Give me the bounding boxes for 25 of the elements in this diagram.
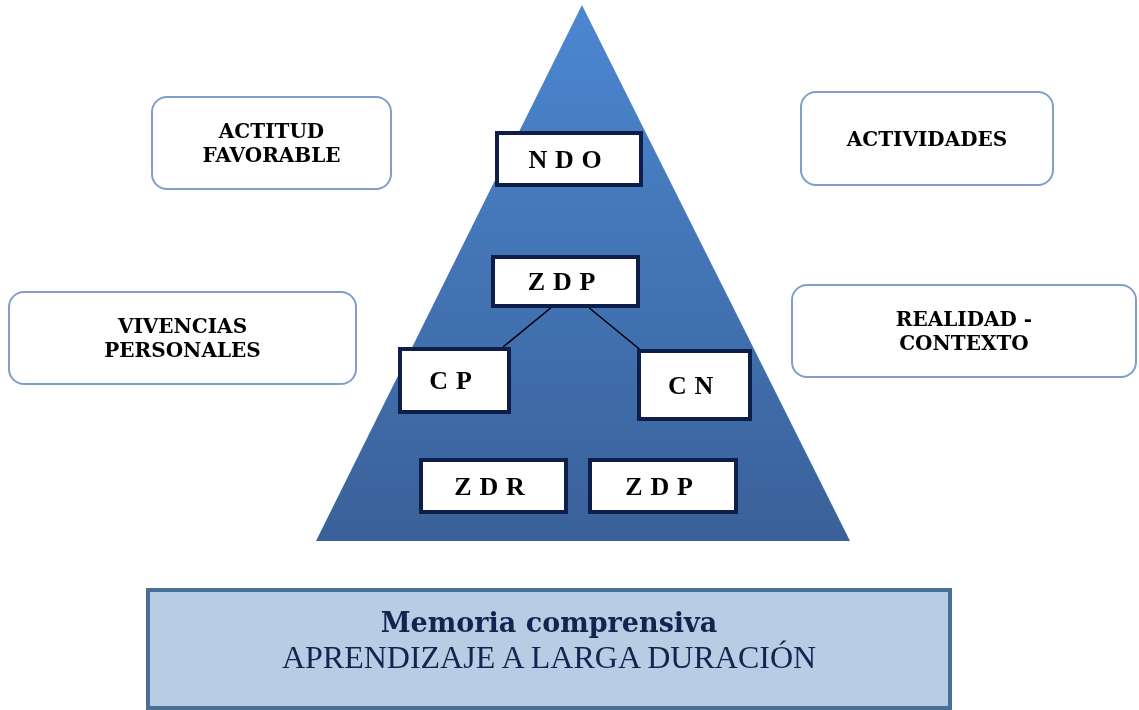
box-subtitle: APRENDIZAJE A LARGA DURACIÓN (281, 639, 817, 677)
label-box (588, 458, 738, 514)
box-label: ZDR (454, 470, 533, 503)
label-box (491, 255, 640, 308)
box-label: CP (429, 365, 480, 397)
box-label: CN (667, 369, 722, 402)
box-label: ACTIVIDADES (846, 126, 1008, 151)
rounded-box (8, 291, 357, 385)
rounded-box (151, 96, 392, 190)
box-label: NDO (528, 143, 610, 176)
box-label: ZDP (625, 470, 701, 503)
box-label: ACTITUD FAVORABLE (202, 119, 341, 167)
label-box (419, 458, 568, 514)
box-label: ZDP (527, 266, 604, 298)
connector-line (502, 307, 552, 348)
rounded-box (800, 91, 1054, 186)
label-box (495, 131, 643, 187)
box-heading: Memoria comprensiva (380, 605, 718, 640)
box-label: REALIDAD - CONTEXTO (894, 307, 1034, 355)
box-label: VIVENCIAS PERSONALES (103, 314, 262, 362)
connector-line (588, 307, 641, 350)
base-box (146, 588, 952, 710)
label-box (637, 349, 752, 421)
rounded-box (791, 284, 1137, 378)
label-box (398, 347, 511, 414)
